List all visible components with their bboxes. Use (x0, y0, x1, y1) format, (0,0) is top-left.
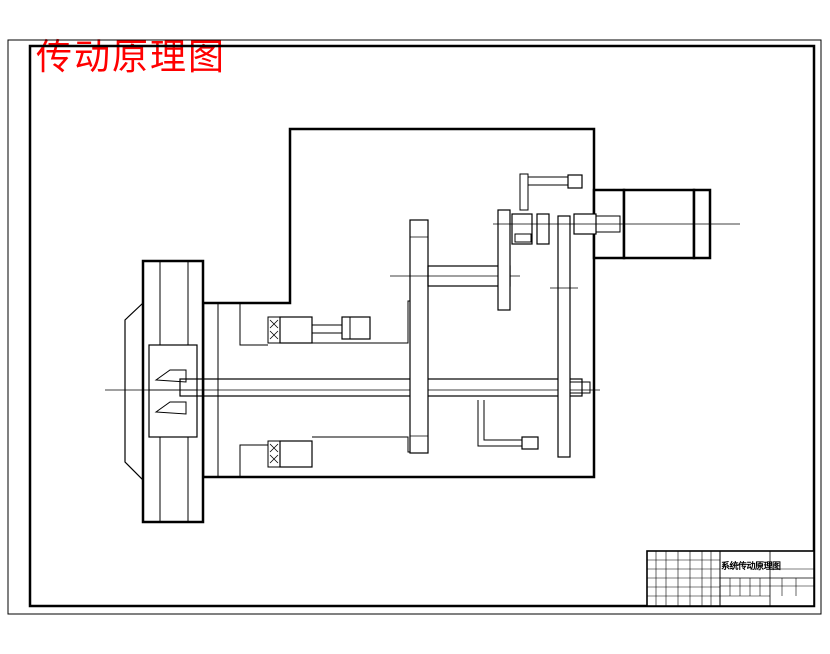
sheet-trim-border (7, 39, 822, 615)
shift-fork-arm (519, 173, 529, 211)
housing-outline (201, 127, 596, 479)
upper-cylinder-piston (341, 316, 371, 340)
shift-fork-handle (567, 174, 583, 189)
clutch-hub (511, 213, 533, 245)
spindle-gear-large (409, 219, 429, 454)
main-spindle (179, 378, 583, 397)
intermediate-gear (497, 209, 511, 311)
lower-actuator-rod (477, 400, 522, 447)
spindle-bearing-block (148, 344, 198, 438)
left-end-cover (124, 301, 144, 482)
upper-cylinder (279, 316, 313, 344)
drawing-frame (28, 44, 816, 608)
right-gear (557, 215, 571, 458)
drawing-heading: 传动原理图 (36, 37, 227, 78)
title-block-drawing-name: 系统传动原理图 (721, 562, 781, 572)
chuck-taper (154, 369, 187, 383)
lower-actuator-head (521, 436, 539, 450)
lower-cylinder (279, 440, 313, 468)
title-block (646, 550, 815, 607)
